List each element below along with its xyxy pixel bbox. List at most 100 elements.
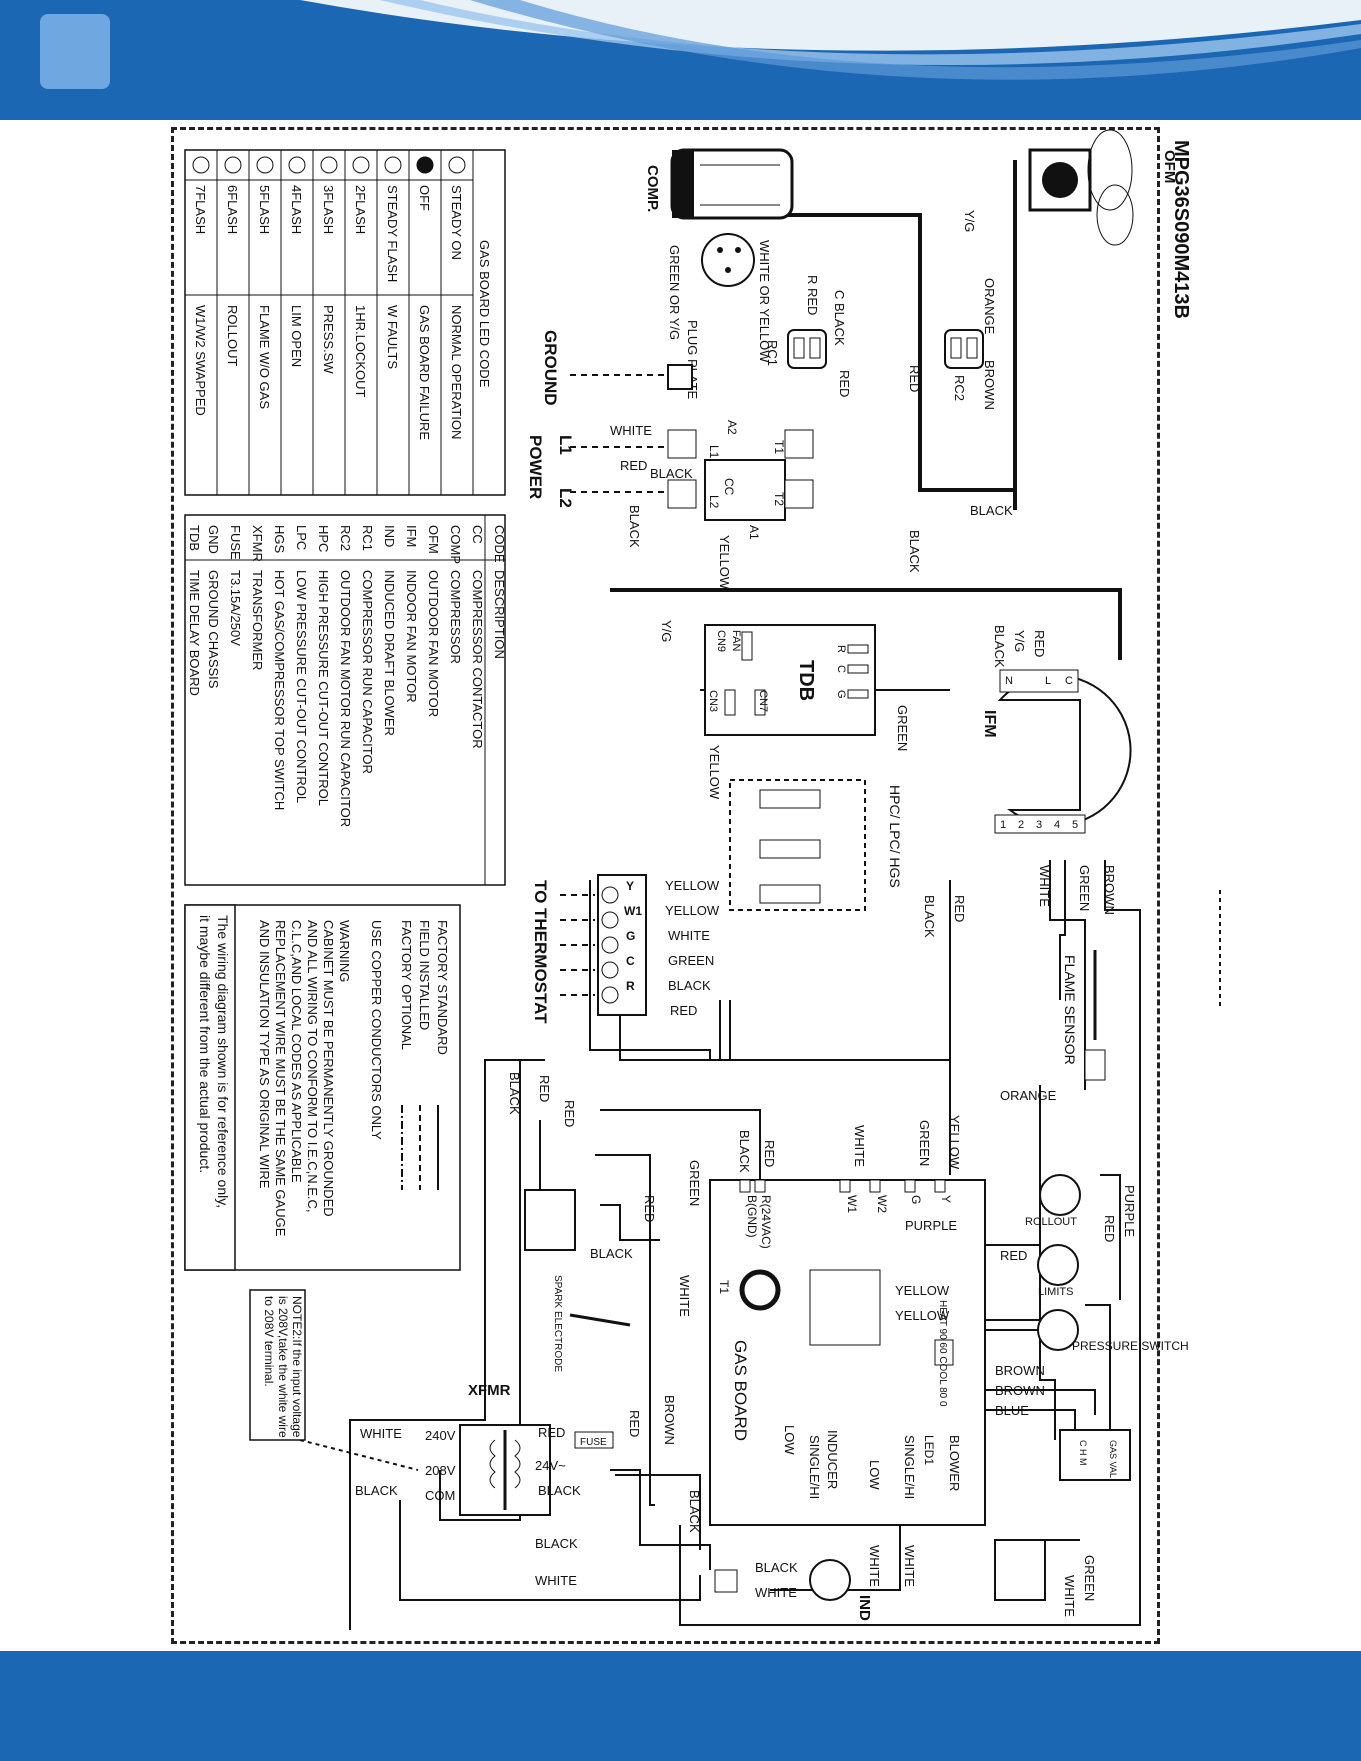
wire-label-white-11: WHITE [1062,1575,1077,1617]
wire-label-green-3: GREEN [1077,865,1092,911]
desc-row-2: OUTDOOR FAN MOTOR [426,570,441,717]
ind-label: IND [856,1595,873,1621]
code-row-1: COMP [448,525,463,564]
warning-line-2: AND ALL WIRING TO CONFORM TO I.E.C,N.E.C… [305,920,320,1213]
xfmr-label: XFMR [468,1382,511,1399]
code-row-11: FUSE [228,525,243,560]
tdb-g-label: G [835,690,847,699]
t1-terminal: T1 [772,440,786,454]
desc-row-4: INDUCED DRAFT BLOWER [382,570,397,736]
xfmr-com: COM [425,1488,455,1503]
code-row-7: HPC [316,525,331,552]
header-wave-graphic [300,0,1361,80]
wire-label-green-4: GREEN [917,1120,932,1166]
l1-terminal: L1 [707,445,721,459]
time-delay-board [704,624,876,736]
rc1-capacitor [787,329,827,369]
board-inducer: INDUCER [825,1430,840,1489]
wire-label-white-2: WHITE [668,928,710,943]
led-row-3-meaning: 1HR.LOCKOUT [353,305,368,398]
tdb-fan-label: FAN [730,630,742,651]
ifm-pin-3: 3 [1036,819,1042,831]
desc-header: DESCRIPTION [492,570,507,659]
legend-factory-optional: FACTORY OPTIONAL [399,920,414,1050]
wire-label-green-or-yg: GREEN OR Y/G [667,245,682,340]
wire-label-yellow-5: YELLOW [717,535,732,590]
led-row-1-meaning: GAS BOARD FAILURE [417,305,432,440]
wire-label-c-black: C BLACK [832,290,847,346]
reference-note-line-1: it maybe different from the actual produ… [197,915,213,1173]
tdb-r-label: R [835,645,847,653]
compressor-contactor [667,429,814,521]
wire-label-red-3: RED [538,1425,565,1440]
wire-label-yg-2: Y/G [659,620,674,642]
code-row-6: RC2 [338,525,353,551]
desc-row-8: LOW PRESSURE CUT-OUT CONTROL [294,570,309,803]
page-header-band [0,0,1361,120]
wire-label-red-2: RED [670,1003,697,1018]
page-footer-band [0,1651,1361,1761]
desc-row-11: T3.15A/250V [228,570,243,646]
wire-label-green-2: GREEN [895,705,910,751]
board-single-hi-2: SINGLE/HI [902,1435,917,1499]
spark-electrode-label: SPARK ELECTRODE [552,1275,563,1372]
thermostat-terminal-block [597,874,647,1016]
led-row-2-flash: STEADY FLASH [385,185,400,282]
header-badge [40,14,110,89]
wire-label-yellow-6: YELLOW [707,745,722,800]
legend-factory-standard: FACTORY STANDARD [435,920,450,1055]
led-row-0-flash: STEADY ON [449,185,464,260]
code-table [184,514,506,886]
wire-label-yellow-4: YELLOW [895,1308,950,1323]
led-table-header: GAS BOARD LED CODE [477,240,492,388]
model-title: MPG36S090M413B [1170,140,1192,319]
wire-label-red-1: RED [620,458,647,473]
power-label: POWER [526,435,545,499]
wire-label-white-3: WHITE [360,1426,402,1441]
tdb-cn3-label: CN3 [707,690,719,712]
wire-label-purple-2: PURPLE [1122,1185,1137,1237]
wire-label-white-7: WHITE [852,1125,867,1167]
led-row-6-meaning: FLAME W/O GAS [257,305,272,409]
note2-line-2: to 208V terminal. [262,1296,276,1387]
wire-label-black-4: BLACK [355,1483,398,1498]
code-header: CODE [492,525,507,563]
note2-box [249,1289,306,1441]
note2-line-1: is 208V,take the white wire [276,1296,290,1438]
wire-label-green-5: GREEN [687,1160,702,1206]
compressor [670,148,794,220]
wire-label-white-9: WHITE [867,1545,882,1587]
limits-label: LIMITS [1038,1286,1073,1298]
ifm-pin-1: 1 [1000,819,1006,831]
rc1-label: RC1 [765,340,780,366]
led-row-1-flash: OFF [417,185,432,211]
led-row-6-flash: 5FLASH [257,185,272,234]
wire-label-black-3: BLACK [668,978,711,993]
inducer-capacitor [714,1569,738,1593]
warning-line-4: REPLACEMENT WIRE MUST BE THE SAME GAUGE [273,920,288,1237]
diagram-frame [171,127,1160,1644]
tstat-g: G [626,929,635,943]
led-row-8-flash: 7FLASH [193,185,208,234]
board-t1: T1 [717,1280,731,1294]
led-row-0-meaning: NORMAL OPERATION [449,305,464,439]
code-row-8: LPC [294,525,309,550]
board-b-gnd: B(GND) [745,1195,759,1238]
xfmr-240v: 240V [425,1428,456,1443]
wire-label-brown-1: BROWN [995,1363,1045,1378]
transformer [459,1424,551,1516]
warning-line-3: C.L.C,AND LOCAL CODES AS APPLICABLE [289,920,304,1183]
ifm-top-n: N [1005,675,1013,687]
wire-label-yellow-3: YELLOW [895,1283,950,1298]
code-row-9: HGS [272,525,287,554]
desc-row-6: OUTDOOR FAN MOTOR RUN CAPACITOR [338,570,353,827]
wire-label-white-1: WHITE [610,423,652,438]
code-row-0: CC [470,525,485,544]
wire-label-red-12: RED [627,1410,642,1437]
xfmr-208v: 208V [425,1463,456,1478]
led-row-7-flash: 6FLASH [225,185,240,234]
warning-line-5: AND INSULATION TYPE AS ORIGINAL WIRE [257,920,272,1189]
t2-terminal: T2 [772,492,786,506]
wire-label-yellow-2: YELLOW [665,903,720,918]
